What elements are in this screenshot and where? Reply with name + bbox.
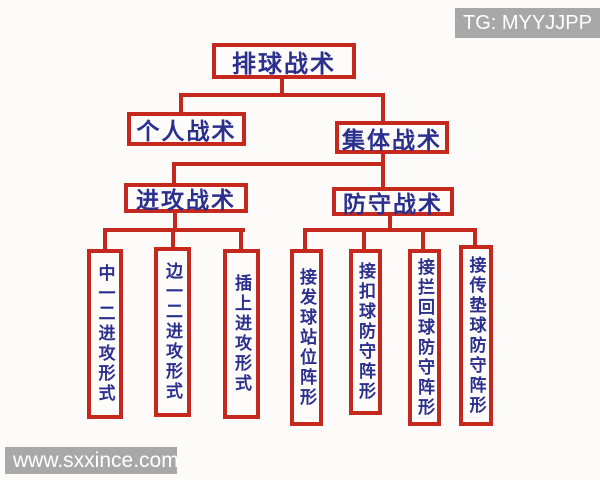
node-attack-form-penetration: 插上进攻形式	[223, 249, 260, 419]
connector-level2-rail	[179, 93, 385, 97]
node-attack-form-side-1-2: 边一二进攻形式	[154, 247, 191, 417]
connector-collective-stem	[381, 153, 385, 165]
connector-attack-drop	[172, 162, 176, 184]
node-defense-form-pass-dig: 接传垫球防守阵形	[459, 245, 493, 426]
connector-defense-stem	[388, 215, 392, 228]
node-defense-tactics: 防守战术	[332, 187, 454, 217]
node-collective-tactics-label: 集体战术	[342, 126, 442, 153]
node-defense-form-block-rebound-label: 接拦回球防守阵形	[415, 257, 434, 418]
connector-defense-leaf2-drop	[362, 228, 366, 250]
connector-defense-leaf3-drop	[421, 228, 425, 250]
connector-attack-leaf1-drop	[103, 228, 107, 250]
node-attack-form-center-1-2-label: 中一二进攻形式	[95, 264, 115, 404]
connector-attack-stem	[173, 212, 177, 230]
node-attack-tactics-label: 进攻战术	[136, 187, 236, 213]
watermark-telegram-text: TG: MYYJJPP	[463, 11, 592, 34]
node-personal-tactics: 个人战术	[127, 112, 246, 146]
connector-defense-leaf1-drop	[303, 228, 307, 250]
connector-defense-rail	[303, 228, 477, 232]
connector-personal-drop	[179, 93, 183, 113]
node-attack-form-penetration-label: 插上进攻形式	[232, 274, 251, 394]
node-volleyball-tactics: 排球战术	[212, 43, 356, 79]
node-collective-tactics: 集体战术	[335, 121, 449, 154]
node-defense-form-serve-receive: 接发球站位阵形	[290, 249, 323, 426]
connector-collective-drop	[381, 93, 385, 122]
node-defense-form-serve-receive-label: 接发球站位阵形	[297, 267, 316, 408]
connector-defense-drop	[381, 162, 385, 188]
node-defense-form-pass-dig-label: 接传垫球防守阵形	[466, 255, 486, 416]
node-defense-form-block-rebound: 接拦回球防守阵形	[408, 249, 441, 426]
connector-level3-rail	[172, 162, 385, 166]
node-attack-tactics: 进攻战术	[124, 183, 248, 213]
node-attack-form-side-1-2-label: 边一二进攻形式	[163, 262, 182, 402]
connector-attack-leaf2-drop	[171, 228, 175, 248]
watermark-telegram: TG: MYYJJPP	[455, 8, 600, 38]
connector-attack-leaf3-drop	[239, 228, 243, 250]
node-defense-form-spike-receive-label: 接扣球防守阵形	[356, 262, 375, 402]
node-personal-tactics-label: 个人战术	[136, 118, 237, 144]
watermark-website: www.sxxince.com	[5, 447, 179, 474]
watermark-website-text: www.sxxince.com	[13, 448, 179, 472]
connector-root-stem	[280, 79, 284, 95]
node-attack-form-center-1-2: 中一二进攻形式	[87, 249, 123, 419]
connector-defense-leaf4-drop	[473, 228, 477, 246]
node-defense-tactics-label: 防守战术	[343, 190, 443, 217]
node-defense-form-spike-receive: 接扣球防守阵形	[349, 249, 382, 415]
node-volleyball-tactics-label: 排球战术	[232, 50, 336, 78]
